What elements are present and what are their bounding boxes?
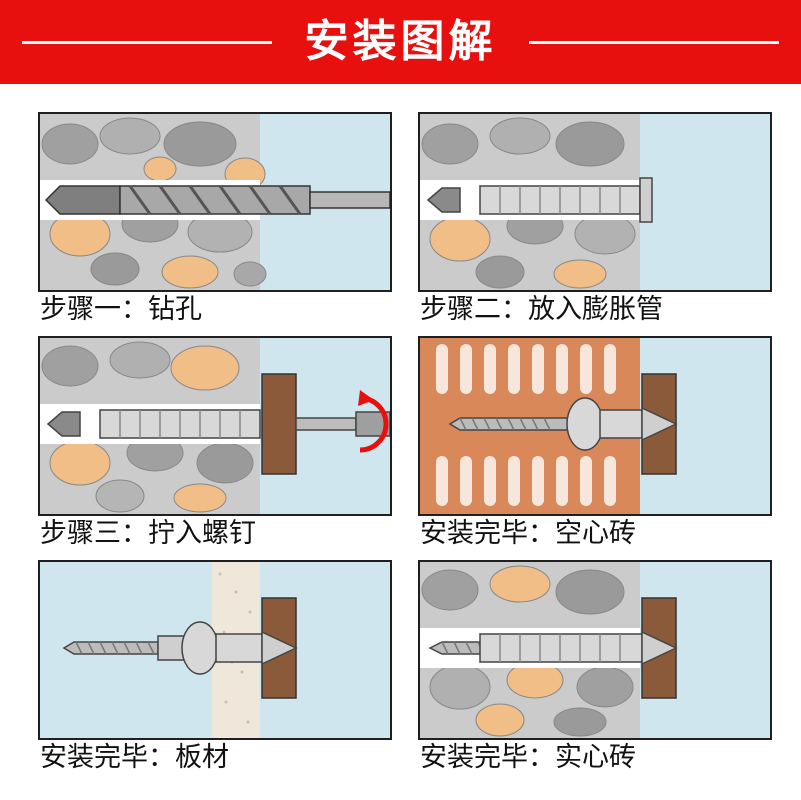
- plastic-anchor-icon: [426, 177, 653, 223]
- step-3-caption: 步骤三：拧入螺钉: [40, 518, 256, 549]
- step-1-caption: 步骤一：钻孔: [40, 294, 202, 325]
- step-2-illustration: [418, 112, 772, 292]
- hollow-brick-caption: 安装完毕：空心砖: [420, 518, 636, 549]
- step-1-illustration: [38, 112, 392, 292]
- hollow-brick-illustration: [418, 336, 772, 516]
- step-2-caption: 步骤二：放入膨胀管: [420, 294, 663, 325]
- page-title: 安装图解: [304, 16, 497, 67]
- step-3-illustration: [38, 336, 392, 516]
- header-left-rule: [22, 41, 272, 44]
- header-right-rule: [529, 41, 779, 44]
- rotate-arrow-icon: [358, 390, 389, 453]
- board-caption: 安装完毕：板材: [40, 742, 229, 773]
- board-illustration: [38, 560, 392, 740]
- header-banner: 安装图解: [0, 0, 801, 84]
- solid-brick-caption: 安装完毕：实心砖: [420, 742, 636, 773]
- brick-holes: [436, 344, 616, 506]
- wall-stones: [41, 117, 267, 289]
- wood-board: [261, 373, 297, 475]
- solid-brick-illustration: [418, 560, 772, 740]
- drill-bit-icon: [44, 185, 390, 215]
